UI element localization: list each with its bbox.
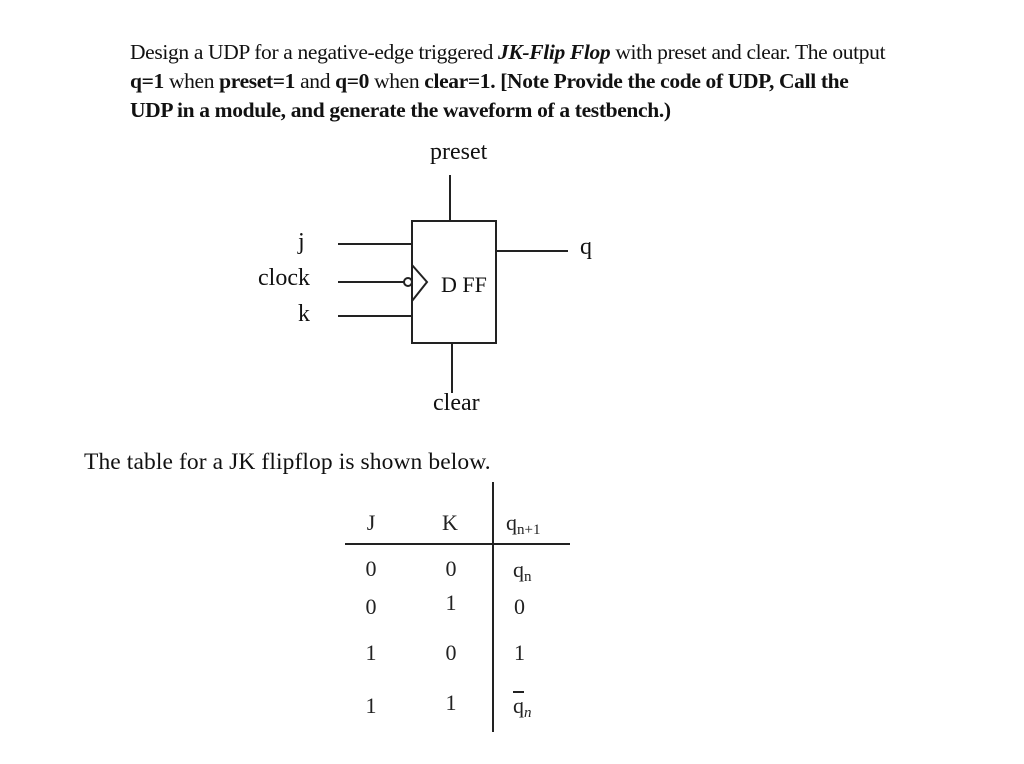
row-1-k: 0	[445, 556, 457, 581]
row-4-j: 1	[365, 693, 377, 718]
clock-label: clock	[258, 265, 310, 291]
clear-label: clear	[433, 390, 480, 416]
j-label: j	[298, 229, 305, 255]
header-q-next: qn+1	[506, 510, 541, 538]
header-j: J	[366, 510, 376, 535]
row-2-q: 0	[514, 594, 525, 619]
row-4-k: 1	[445, 690, 457, 715]
preset-label: preset	[430, 139, 488, 165]
row-3-q: 1	[514, 640, 525, 665]
header-k: K	[442, 510, 458, 535]
row-2-k: 1	[445, 590, 457, 615]
row-2-j: 0	[365, 594, 377, 619]
row-1-q: qn	[513, 557, 532, 585]
row-3-j: 1	[365, 640, 377, 665]
question-line-1: Design a UDP for a negative-edge trigger…	[130, 40, 886, 64]
clock-edge-triangle-icon	[411, 264, 429, 302]
row-3-k: 0	[445, 640, 457, 665]
k-label: k	[298, 301, 310, 327]
clock-inversion-bubble	[403, 277, 413, 287]
question-line-2: q=1 when preset=1 and q=0 when clear=1. …	[130, 69, 849, 93]
row-4-q-bar: qn	[513, 693, 532, 721]
dff-block-label: D FF	[441, 272, 487, 297]
table-caption: The table for a JK flipflop is shown bel…	[84, 449, 491, 475]
question-line-3: UDP in a module, and generate the wavefo…	[130, 98, 671, 122]
q-label: q	[580, 234, 592, 260]
question-text: Design a UDP for a negative-edge trigger…	[130, 38, 1000, 125]
row-1-j: 0	[365, 556, 377, 581]
jk-flip-flop-term: JK-Flip Flop	[498, 40, 611, 64]
